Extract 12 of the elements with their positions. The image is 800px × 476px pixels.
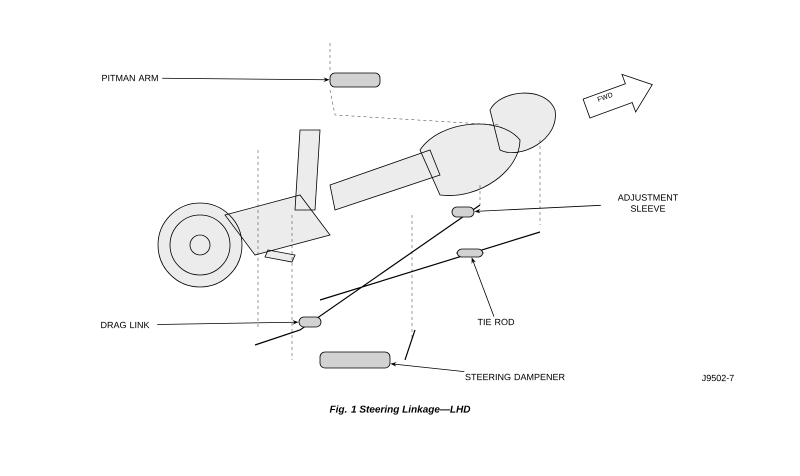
callout-label: ADJUSTMENT SLEEVE: [618, 194, 678, 212]
callout-label: TIE ROD: [478, 318, 514, 326]
steering-dampener: [320, 352, 390, 368]
pitman-arm: [330, 72, 380, 88]
figure-number: J9502-7: [702, 374, 734, 382]
callout-label: PITMAN ARM: [102, 74, 158, 82]
caption: Fig. 1 Steering Linkage—LHD: [330, 405, 470, 415]
tie-rod: [456, 248, 484, 258]
callout-label: DRAG LINK: [101, 322, 150, 328]
callout-label: STEERING DAMPENER: [465, 374, 565, 380]
drag-link: [298, 316, 322, 328]
adjustment-sleeve: [452, 206, 474, 218]
